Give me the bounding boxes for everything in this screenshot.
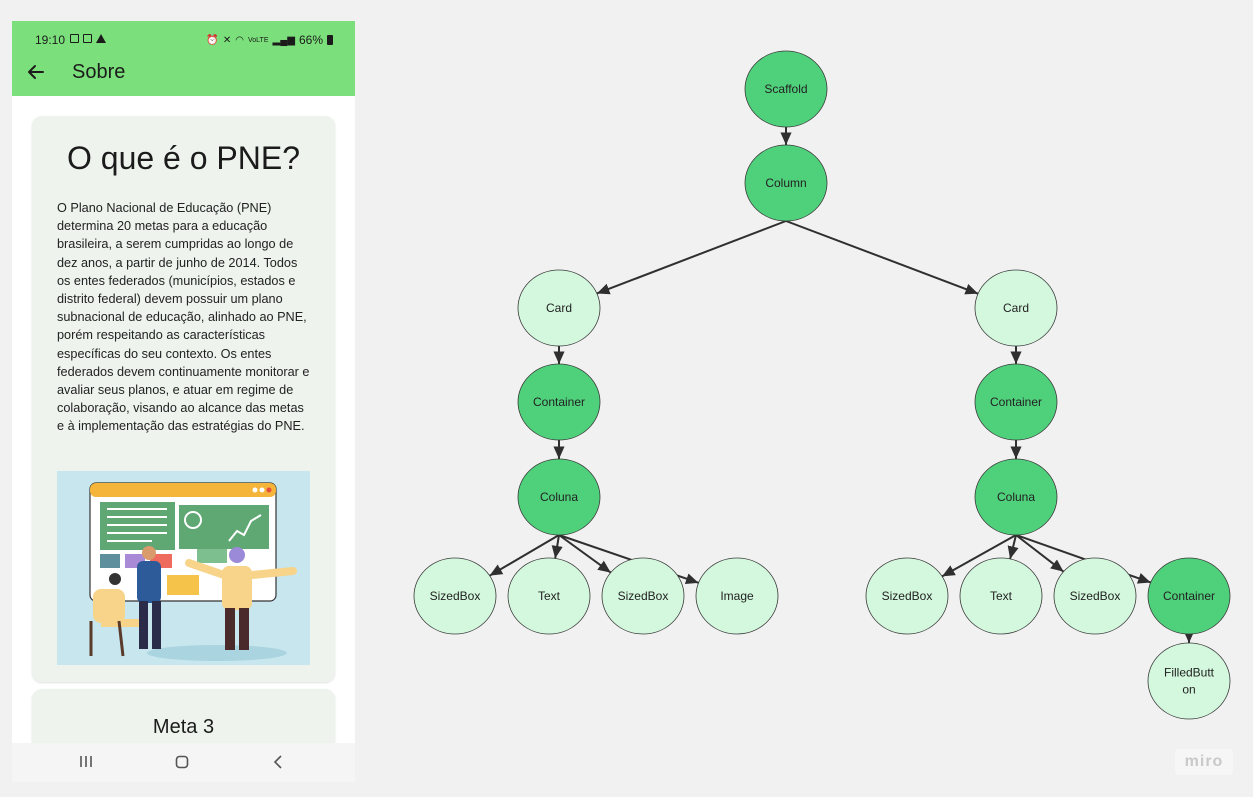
node-coluna_l[interactable]: Coluna bbox=[517, 458, 601, 536]
back-icon[interactable] bbox=[272, 755, 284, 769]
node-label: Scaffold bbox=[764, 82, 807, 96]
node-shape bbox=[744, 144, 828, 222]
edge-column-to-card_l bbox=[596, 220, 787, 295]
node-sizedbox_l1[interactable]: SizedBox bbox=[413, 557, 497, 635]
node-shape bbox=[1053, 557, 1137, 635]
node-card_l[interactable]: Card bbox=[517, 269, 601, 347]
node-sizedbox_r1[interactable]: SizedBox bbox=[865, 557, 949, 635]
meta-title: Meta 3 bbox=[152, 716, 215, 738]
node-shape bbox=[959, 557, 1043, 635]
phone-screenshot: 19:10 ⏰ ✕ ◠ VoLTE ▂▄▆ 66% Sobre O que é … bbox=[12, 21, 355, 782]
node-shape bbox=[695, 557, 779, 635]
node-label: Text bbox=[538, 589, 561, 603]
edge-coluna_r-to-sizedbox_r1 bbox=[941, 534, 1017, 578]
node-shape bbox=[974, 458, 1058, 536]
node-shape bbox=[517, 363, 601, 441]
node-column[interactable]: Column bbox=[744, 144, 828, 222]
node-label: Text bbox=[990, 589, 1013, 603]
node-shape bbox=[974, 363, 1058, 441]
status-system-icons: ⏰ ✕ ◠ VoLTE ▂▄▆ 66% bbox=[206, 33, 333, 47]
node-label: SizedBox bbox=[618, 589, 669, 603]
node-container_r[interactable]: Container bbox=[974, 363, 1058, 441]
node-container_l[interactable]: Container bbox=[517, 363, 601, 441]
node-shape bbox=[413, 557, 497, 635]
node-sizedbox_r2[interactable]: SizedBox bbox=[1053, 557, 1137, 635]
battery-icon bbox=[327, 35, 333, 45]
gallery-notification-icon bbox=[70, 34, 79, 43]
edge-coluna_r-to-text_r bbox=[1007, 534, 1019, 560]
app-bar: 19:10 ⏰ ✕ ◠ VoLTE ▂▄▆ 66% Sobre bbox=[12, 21, 355, 96]
card-description: O Plano Nacional de Educação (PNE) deter… bbox=[57, 201, 310, 434]
node-scaffold[interactable]: Scaffold bbox=[744, 50, 828, 128]
volte-icon: VoLTE bbox=[248, 36, 269, 44]
node-label: FilledButt bbox=[1164, 666, 1215, 680]
node-container_r2[interactable]: Container bbox=[1147, 557, 1231, 635]
node-label: Container bbox=[533, 395, 585, 409]
system-nav-bar bbox=[12, 743, 355, 782]
node-label: on bbox=[1182, 683, 1195, 697]
status-time: 19:10 bbox=[35, 33, 66, 47]
warning-icon bbox=[96, 34, 106, 43]
node-text_r[interactable]: Text bbox=[959, 557, 1043, 635]
node-shape bbox=[517, 269, 601, 347]
node-image_l[interactable]: Image bbox=[695, 557, 779, 635]
node-card_r[interactable]: Card bbox=[974, 269, 1058, 347]
recent-apps-icon[interactable] bbox=[78, 755, 94, 769]
node-label: Coluna bbox=[997, 490, 1035, 504]
node-label: Image bbox=[720, 589, 754, 603]
node-shape bbox=[601, 557, 685, 635]
miro-watermark: miro bbox=[1175, 749, 1233, 775]
node-shape bbox=[517, 458, 601, 536]
mute-icon: ✕ bbox=[222, 34, 232, 46]
page-title: Sobre bbox=[72, 61, 126, 83]
node-coluna_r[interactable]: Coluna bbox=[974, 458, 1058, 536]
wifi-icon: ◠ bbox=[235, 34, 244, 46]
edge-coluna_r-to-sizedbox_r2 bbox=[1015, 534, 1065, 573]
edge-coluna_l-to-text_l bbox=[551, 534, 563, 559]
node-label: SizedBox bbox=[430, 589, 481, 603]
node-shape bbox=[1147, 557, 1231, 635]
back-arrow-icon[interactable] bbox=[26, 61, 46, 83]
node-label: Card bbox=[546, 301, 572, 315]
node-shape bbox=[974, 269, 1058, 347]
home-icon[interactable] bbox=[175, 755, 189, 769]
status-notification-icons bbox=[70, 34, 106, 43]
node-label: Coluna bbox=[540, 490, 578, 504]
node-sizedbox_l2[interactable]: SizedBox bbox=[601, 557, 685, 635]
edge-coluna_l-to-sizedbox_l1 bbox=[489, 534, 560, 577]
node-text_l[interactable]: Text bbox=[507, 557, 591, 635]
node-label: SizedBox bbox=[882, 589, 933, 603]
node-filledbutton[interactable]: FilledButt on bbox=[1147, 642, 1231, 720]
signal-icon: ▂▄▆ bbox=[272, 34, 295, 46]
node-label: Card bbox=[1003, 301, 1029, 315]
pne-card: O que é o PNE? O Plano Nacional de Educa… bbox=[32, 116, 335, 682]
node-label: SizedBox bbox=[1070, 589, 1121, 603]
presentation-illustration bbox=[57, 471, 310, 665]
node-shape bbox=[744, 50, 828, 128]
card-title: O que é o PNE? bbox=[66, 140, 301, 176]
node-label: Container bbox=[990, 395, 1042, 409]
edge-column-to-card_r bbox=[785, 220, 979, 295]
node-shape bbox=[507, 557, 591, 635]
node-shape bbox=[1147, 642, 1231, 720]
node-label: Container bbox=[1163, 589, 1215, 603]
edge-coluna_l-to-sizedbox_l2 bbox=[558, 534, 612, 574]
node-shape bbox=[865, 557, 949, 635]
node-label: Column bbox=[765, 176, 806, 190]
alarm-icon: ⏰ bbox=[206, 34, 219, 46]
app-notification-icon bbox=[83, 34, 92, 43]
battery-percent: 66% bbox=[298, 33, 323, 47]
